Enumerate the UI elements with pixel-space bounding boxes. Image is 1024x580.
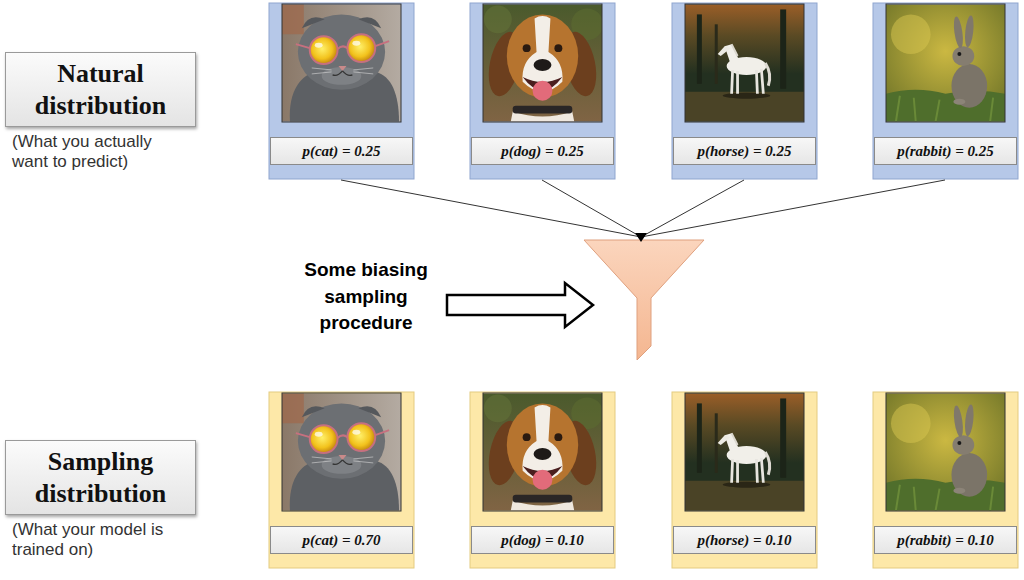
funnel-lines xyxy=(341,180,641,237)
distribution-box: Sampling distribution xyxy=(5,440,196,515)
probability-text: p(cat) = 0.70 xyxy=(302,531,380,549)
probability-text: p(dog) = 0.10 xyxy=(501,531,583,549)
animal-photos xyxy=(282,4,401,121)
natural-panels xyxy=(672,3,817,179)
probability-text: p(rabbit) = 0.25 xyxy=(897,142,993,160)
animal-photos xyxy=(282,4,1005,510)
probability-box: p(dog) = 0.25 xyxy=(471,137,614,165)
heading-text: Natural distribution xyxy=(12,58,189,120)
probability-text: p(horse) = 0.25 xyxy=(698,142,792,160)
subtitle-note: (What you actually want to predict) xyxy=(12,132,190,173)
natural-panels xyxy=(269,3,414,179)
photo-frames xyxy=(886,393,1005,511)
probability-box: p(rabbit) = 0.10 xyxy=(874,526,1017,554)
funnel-lines xyxy=(341,180,945,237)
probability-box: p(rabbit) = 0.25 xyxy=(874,137,1017,165)
sampling-panels xyxy=(873,392,1018,568)
funnel-shape xyxy=(584,240,704,360)
probability-box: p(cat) = 0.25 xyxy=(270,137,413,165)
block-arrow xyxy=(447,283,593,327)
photo-frames xyxy=(282,4,401,122)
natural-panels xyxy=(873,3,1018,179)
probability-text: p(cat) = 0.25 xyxy=(302,142,380,160)
funnel-lines xyxy=(542,180,641,237)
animal-photos xyxy=(886,393,1005,510)
photo-frames xyxy=(685,393,804,511)
funnel-arrowhead xyxy=(635,233,647,242)
sampling-panels xyxy=(269,392,1018,568)
photo-frames xyxy=(282,4,1005,511)
probability-box: p(horse) = 0.25 xyxy=(673,137,816,165)
animal-photos xyxy=(282,393,401,510)
probability-text: p(horse) = 0.10 xyxy=(698,531,792,549)
sampling-panels xyxy=(269,392,414,568)
probability-box: p(horse) = 0.10 xyxy=(673,526,816,554)
probability-text: p(dog) = 0.25 xyxy=(501,142,583,160)
animal-photos xyxy=(886,4,1005,121)
sampling-panels xyxy=(672,392,817,568)
natural-panels xyxy=(269,3,1018,179)
sampling-panels xyxy=(470,392,615,568)
process-label: Some biasing sampling procedure xyxy=(288,257,444,337)
animal-photos xyxy=(483,4,603,121)
photo-frames xyxy=(685,4,804,122)
photo-frames xyxy=(483,393,602,511)
heading-text: Sampling distribution xyxy=(12,446,189,508)
funnel-lines xyxy=(641,180,945,237)
probability-box: p(dog) = 0.10 xyxy=(471,526,614,554)
funnel-lines xyxy=(641,180,744,237)
probability-box: p(cat) = 0.70 xyxy=(270,526,413,554)
natural-panels xyxy=(470,3,615,179)
photo-frames xyxy=(886,4,1005,122)
probability-text: p(rabbit) = 0.10 xyxy=(897,531,993,549)
photo-frames xyxy=(282,393,401,511)
animal-photos xyxy=(685,393,804,510)
animal-photos xyxy=(483,393,603,510)
photo-frames xyxy=(483,4,602,122)
distribution-box: Natural distribution xyxy=(5,52,196,127)
subtitle-note: (What your model is trained on) xyxy=(12,520,190,561)
animal-photos xyxy=(685,4,804,121)
